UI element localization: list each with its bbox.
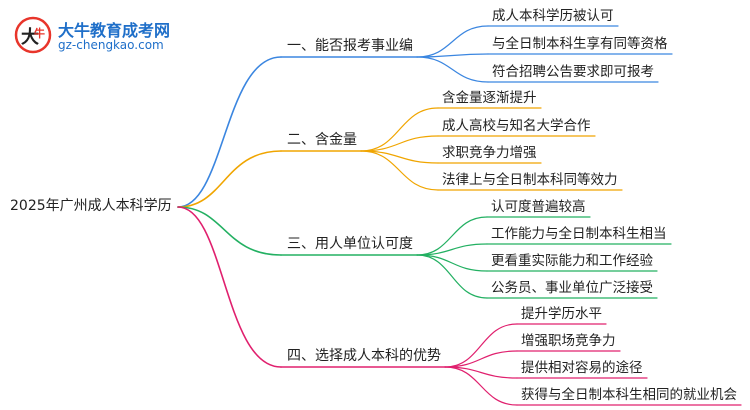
leaf-node[interactable]: 获得与全日制本科生相同的就业机会 — [521, 387, 737, 403]
logo-mark-icon: 大 牛 — [14, 16, 52, 54]
branch-node-value[interactable]: 二、含金量 — [287, 132, 357, 148]
logo-title: 大牛教育成考网 — [58, 21, 171, 40]
leaf-connector — [444, 323, 518, 368]
branch-connector — [177, 206, 282, 368]
leaf-node[interactable]: 法律上与全日制本科同等效力 — [442, 172, 618, 188]
leaf-node[interactable]: 含金量逐渐提升 — [442, 90, 537, 106]
leaf-connector — [360, 150, 439, 191]
site-logo[interactable]: 大 牛 大牛教育成考网 gz-chengkao.com — [6, 14, 176, 58]
leaf-node[interactable]: 更看重实际能力和工作经验 — [491, 253, 653, 269]
leaf-connector — [416, 25, 489, 58]
leaf-connector — [416, 254, 488, 299]
leaf-node[interactable]: 认可度普遍较高 — [491, 199, 586, 215]
leaf-node[interactable]: 成人本科学历被认可 — [492, 8, 614, 24]
leaf-connector — [360, 107, 439, 152]
leaf-node[interactable]: 提供相对容易的途径 — [521, 360, 643, 376]
leaf-connector — [360, 135, 439, 152]
leaf-connector — [444, 366, 518, 406]
branch-connector — [177, 206, 282, 256]
leaf-connector — [360, 150, 439, 164]
svg-text:大: 大 — [21, 26, 39, 48]
svg-text:牛: 牛 — [34, 26, 45, 40]
leaf-connector — [416, 254, 488, 272]
branch-node-advantages[interactable]: 四、选择成人本科的优势 — [287, 348, 441, 364]
leaf-node[interactable]: 符合招聘公告要求即可报考 — [492, 64, 654, 80]
logo-url: gz-chengkao.com — [58, 38, 164, 52]
leaf-node[interactable]: 求职竞争力增强 — [442, 145, 537, 161]
branch-connector — [177, 150, 282, 208]
leaf-connector — [416, 216, 488, 256]
leaf-node[interactable]: 公务员、事业单位广泛接受 — [491, 280, 653, 296]
root-node[interactable]: 2025年广州成人本科学历 — [10, 198, 172, 214]
leaf-connector — [416, 53, 489, 58]
leaf-node[interactable]: 成人高校与知名大学合作 — [442, 118, 591, 134]
leaf-connector — [444, 350, 518, 368]
leaf-node[interactable]: 与全日制本科生享有同等资格 — [492, 36, 668, 52]
leaf-node[interactable]: 工作能力与全日制本科生相当 — [491, 226, 667, 242]
branch-node-employer-recognition[interactable]: 三、用人单位认可度 — [287, 236, 413, 252]
leaf-connector — [416, 56, 489, 83]
leaf-connector — [416, 243, 488, 256]
branch-connector — [177, 56, 282, 208]
branch-node-eligibility[interactable]: 一、能否报考事业编 — [287, 38, 413, 54]
leaf-node[interactable]: 增强职场竞争力 — [521, 333, 616, 349]
leaf-connector — [444, 366, 518, 379]
leaf-node[interactable]: 提升学历水平 — [521, 306, 602, 322]
